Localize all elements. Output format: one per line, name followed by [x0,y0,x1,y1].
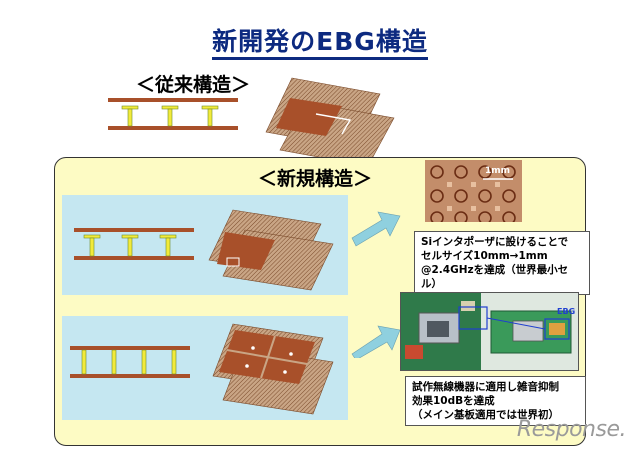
top-plane [74,228,194,232]
bottom-plane [70,374,190,378]
top-plane [108,98,238,102]
note-line: Siインタポーザに設けることで [421,236,569,248]
patch-gaps [226,335,308,379]
via-dot [245,364,249,368]
note-interposer: Siインタポーザに設けることで セルサイズ10mm→1mm @2.4GHzを達成… [414,231,590,295]
via-dot [283,370,287,374]
new-3d-board-1 [208,209,334,291]
page-title: 新開発のEBG構造 [0,22,640,60]
via-cap [83,234,101,239]
conventional-cross-section [108,98,238,130]
ebg-micrograph: 1mm [425,160,522,222]
note-line: セルサイズ10mm→1mm [421,250,548,262]
top-plane [70,346,190,350]
slit-line [315,113,352,135]
response-watermark: Response. [516,417,627,442]
arrow-2 [351,325,401,358]
copper-patch [217,232,275,270]
via-cap [159,234,177,239]
via [127,237,133,257]
scale-label: 1mm [485,166,511,176]
conventional-3d-board [265,77,395,167]
bottom-plane [108,126,238,130]
via [167,108,173,127]
via [127,108,133,127]
note-prototype: 試作無線機器に適用し雑音抑制 効果10dBを達成 （メイン基板適用では世界初） [405,376,586,426]
via-cap [121,234,139,239]
new-cross-section-1 [74,228,194,260]
via [89,237,95,257]
via [81,349,87,375]
arrow-1 [351,211,401,247]
note-line: （メイン基板適用では世界初） [412,409,559,421]
copper-patch [276,98,342,136]
via-dot [289,352,293,356]
via [165,237,171,257]
via-cap [121,105,139,110]
via [141,349,147,375]
new-3d-board-2 [212,323,334,415]
prototype-board-photo: EBG [400,292,579,371]
note-line: 効果10dBを達成 [412,395,495,407]
via-cap [201,105,219,110]
via-cap [161,105,179,110]
note-line: @2.4GHzを達成（世界最小セル） [421,264,569,290]
via [171,349,177,375]
via-dot [251,346,255,350]
note-line: 試作無線機器に適用し雑音抑制 [412,381,559,393]
ebg-label: EBG [557,307,576,316]
new-cross-section-2 [70,346,190,378]
conventional-structure-label: ＜従来構造＞ [136,74,251,96]
new-structure-label: ＜新規構造＞ [258,168,373,190]
via [111,349,117,375]
via [207,108,213,127]
bottom-plane [74,256,194,260]
cell-marker [226,257,240,267]
